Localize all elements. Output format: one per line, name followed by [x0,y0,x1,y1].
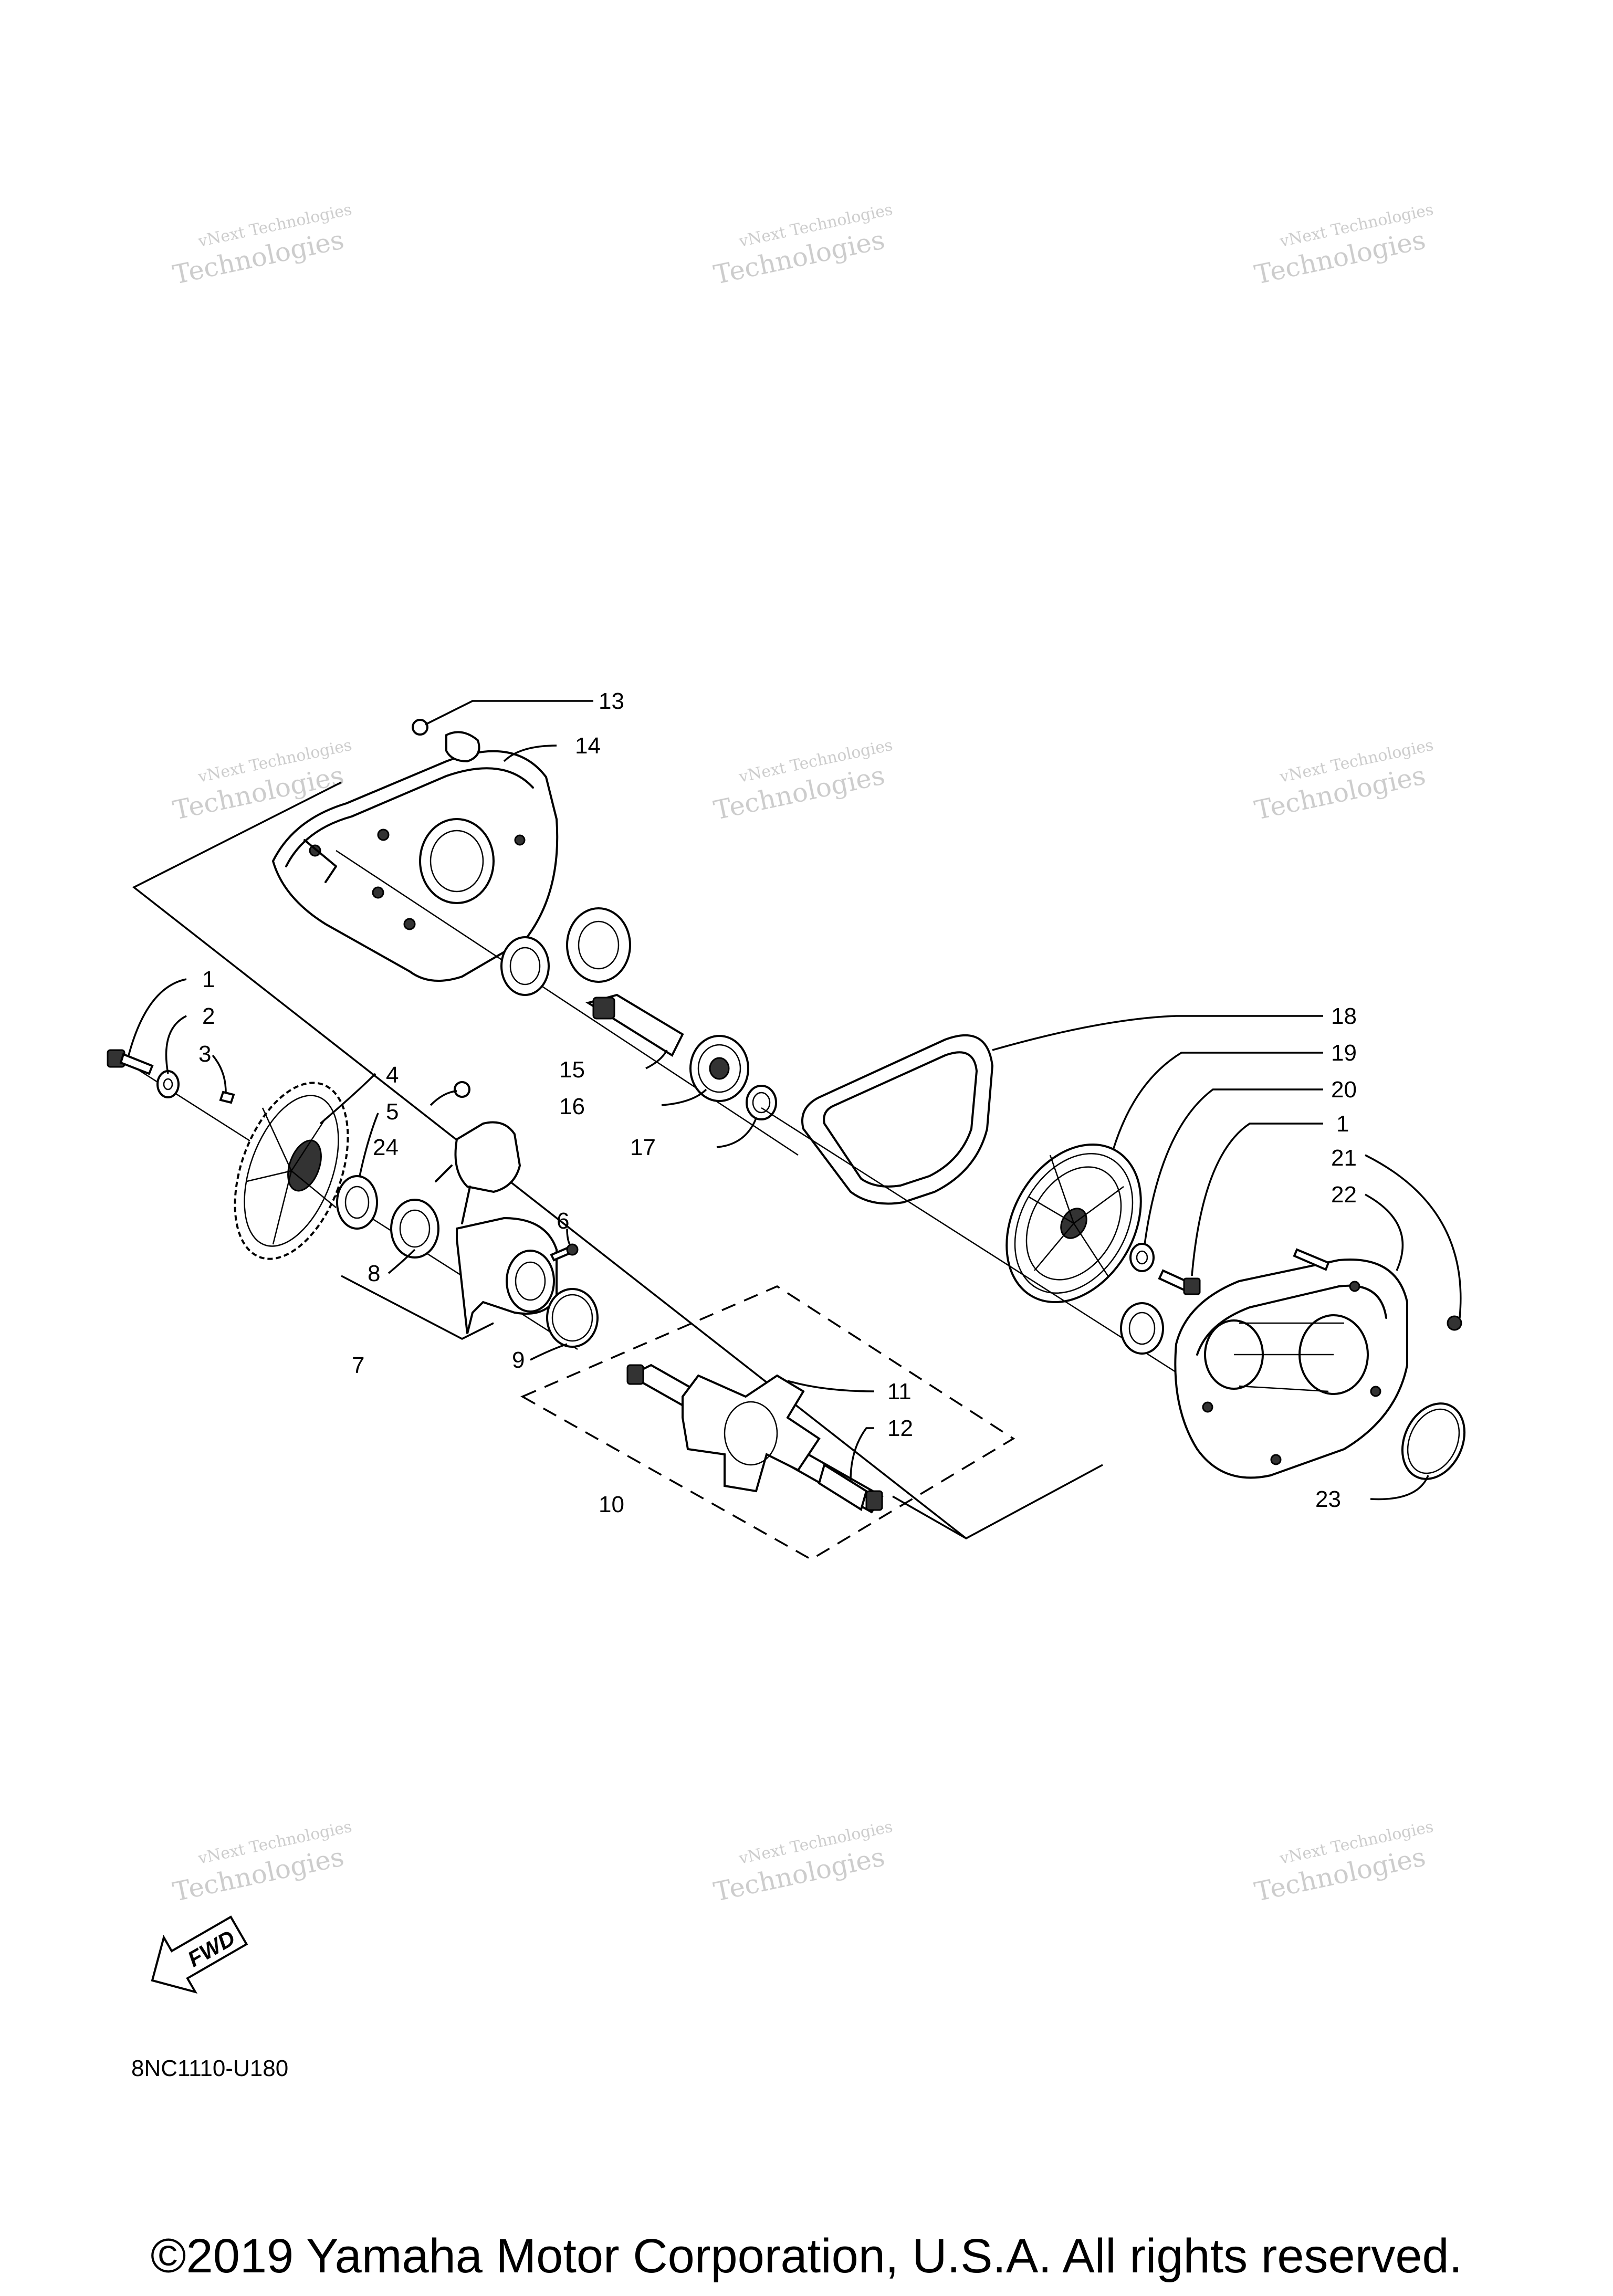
cap-13 [412,719,480,763]
washer-20 [1129,1243,1155,1272]
callout-12: 12 [887,1416,913,1441]
callout-1-right: 1 [1336,1111,1349,1137]
drive-shaft-15 [585,993,684,1057]
callout-23: 23 [1315,1486,1341,1512]
callout-5: 5 [386,1099,399,1125]
bearing-8 [390,1199,439,1259]
callout-13: 13 [599,688,624,714]
washer-2 [156,1070,180,1098]
callout-22: 22 [1331,1182,1357,1208]
assembly-bracket-lower [892,1495,967,1539]
callout-11: 11 [887,1379,912,1404]
bracket-7 [341,1275,494,1340]
fwd-arrow-icon: FWD [151,1915,248,1994]
callout-17: 17 [630,1135,656,1160]
copyright-notice: ©2019 Yamaha Motor Corporation, U.S.A. A… [150,2229,1463,2283]
o-ring-23 [1401,1402,1466,1480]
callout-2: 2 [202,1003,215,1029]
callout-7: 7 [352,1353,364,1378]
callout-9: 9 [512,1347,525,1373]
bolt-1-left [107,1049,154,1075]
callout-6: 6 [557,1208,569,1234]
callout-19: 19 [1331,1040,1357,1066]
bearing-right [1120,1302,1164,1355]
gear-16 [689,1035,749,1102]
callout-14: 14 [575,733,601,759]
hub-5 [336,1175,378,1230]
crankcase-cover [271,750,559,982]
impeller-dashed-box [520,1285,1015,1561]
ring-17 [746,1085,777,1120]
axis-line-lower [761,1107,1182,1377]
bolt-1-right [1158,1269,1201,1295]
callout-16: 16 [559,1094,585,1119]
bearing-small [500,936,550,996]
callout-labels: 1 2 3 4 5 6 7 8 9 10 11 12 13 14 15 16 1… [198,688,1357,1517]
bolt-6 [550,1243,579,1262]
axis-line-upper [336,850,799,1156]
brake-disc-4 [234,1082,349,1260]
callout-18: 18 [1331,1003,1357,1029]
assembly-bracket-upper [132,781,1103,1540]
housing-7 [456,1217,558,1334]
callout-3: 3 [198,1041,211,1067]
callout-15: 15 [559,1057,585,1083]
leader-lines [128,700,1462,1501]
callout-4: 4 [386,1062,399,1088]
driven-pulley-19 [1005,1143,1142,1304]
bolt-21 [1293,1248,1462,1331]
callout-8: 8 [368,1261,380,1286]
bearing-large [566,907,631,983]
drive-belt-18 [801,1034,994,1205]
callout-20: 20 [1331,1077,1357,1103]
callout-21: 21 [1331,1145,1357,1171]
o-ring-9 [546,1288,599,1348]
callout-24: 24 [373,1135,399,1160]
callout-1-left: 1 [202,967,215,992]
actuator-24 [435,1081,521,1224]
bolt-3 [219,1091,235,1104]
callout-10: 10 [599,1492,624,1517]
right-cover-22 [1174,1259,1408,1479]
impeller-shaft-assembly [626,1364,884,1514]
diagram-code: 8NC1110-U180 [131,2056,289,2081]
